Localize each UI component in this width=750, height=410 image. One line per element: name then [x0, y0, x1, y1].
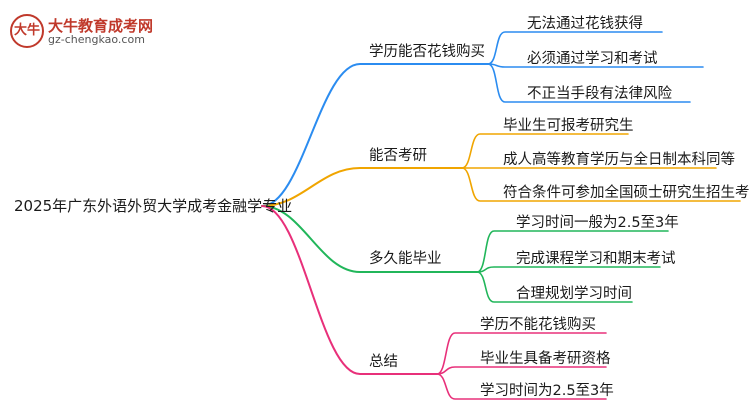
- brand-logo: 大牛 大牛教育成考网 gz-chengkao.com: [10, 14, 170, 50]
- leaf-node: 毕业生具备考研资格: [480, 351, 611, 367]
- branch-connector: [261, 63, 477, 207]
- leaf-node: 完成课程学习和期末考试: [516, 251, 676, 267]
- leaf-connector: [476, 230, 669, 273]
- branch-node-postgrad: 能否考研: [369, 148, 427, 164]
- branch-node-duration: 多久能毕业: [369, 251, 442, 267]
- logo-title: 大牛教育成考网: [48, 17, 154, 35]
- logo-url: gz-chengkao.com: [48, 33, 145, 46]
- branch-connector: [261, 205, 466, 273]
- leaf-node: 学习时间一般为2.5至3年: [516, 215, 679, 231]
- leaf-connector: [476, 266, 661, 273]
- branch-connector: [261, 167, 451, 207]
- leaf-connector: [487, 63, 691, 103]
- leaf-node: 毕业生可报考研究生: [503, 118, 634, 134]
- root-node: 2025年广东外语外贸大学成考金融学专业: [14, 197, 293, 215]
- leaf-connector: [461, 167, 741, 202]
- leaf-connector: [461, 133, 629, 169]
- branch-node-summary: 总结: [369, 354, 398, 370]
- leaf-connector: [476, 271, 633, 303]
- logo-mark-icon: 大牛: [10, 14, 44, 48]
- leaf-node: 合理规划学习时间: [516, 286, 632, 302]
- leaf-node: 学历不能花钱购买: [480, 317, 596, 333]
- leaf-connector: [487, 31, 663, 65]
- leaf-node: 学习时间为2.5至3年: [480, 383, 614, 399]
- leaf-node: 无法通过花钱获得: [527, 16, 643, 32]
- leaf-node: 成人高等教育学历与全日制本科同等: [503, 152, 735, 168]
- branch-connector: [261, 205, 426, 375]
- leaf-node: 不正当手段有法律风险: [527, 86, 672, 102]
- leaf-connector: [436, 332, 607, 375]
- branch-node-purchase: 学历能否花钱购买: [369, 44, 485, 60]
- leaf-connector: [436, 373, 607, 400]
- leaf-node: 符合条件可参加全国硕士研究生招生考试: [503, 185, 750, 201]
- leaf-node: 必须通过学习和考试: [527, 51, 658, 67]
- leaf-connector: [436, 366, 607, 375]
